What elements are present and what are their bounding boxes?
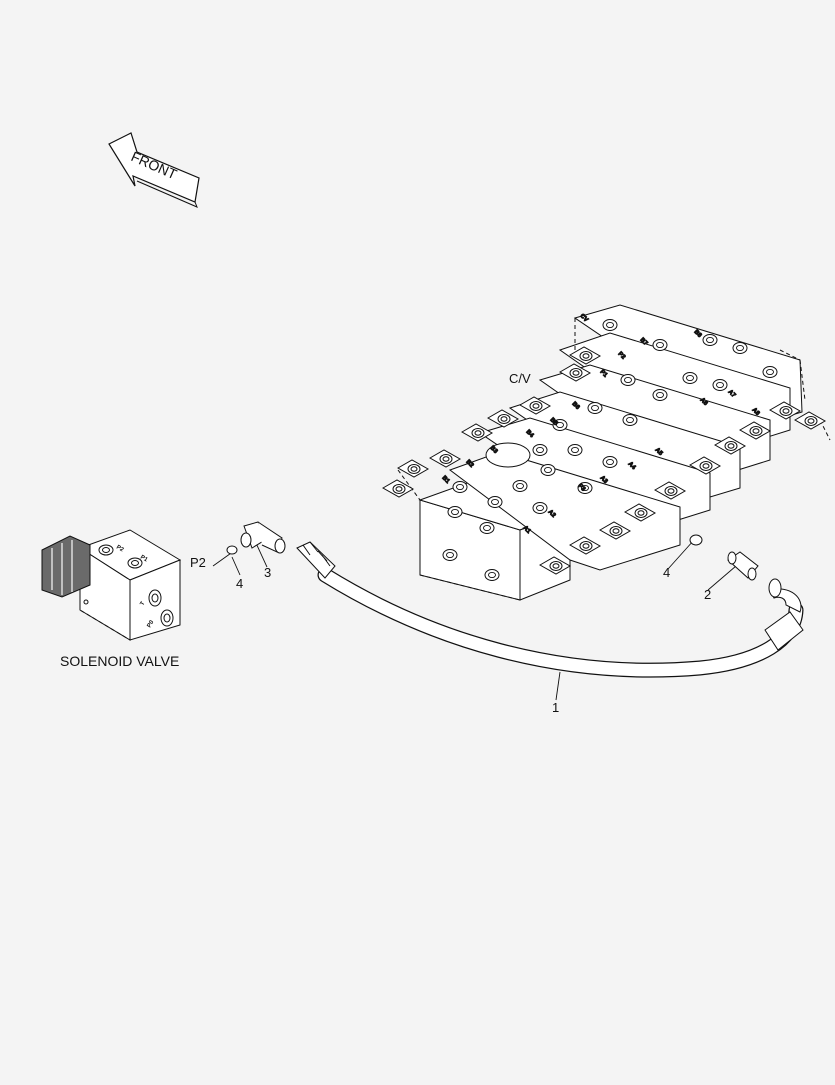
port-a8-label: A8 <box>751 407 761 417</box>
sol-port-t: T <box>140 601 147 607</box>
port-b1-label: B1 <box>441 475 451 485</box>
port-a1-label: A1 <box>522 525 532 535</box>
port-p3-label: P3 <box>577 483 587 493</box>
callout-adapter: 2 <box>704 587 712 602</box>
port-cv-label: CV <box>579 313 589 323</box>
callout-oring-left: 4 <box>236 576 244 591</box>
port-a6-label: A6 <box>699 397 709 407</box>
hose-assembly <box>296 541 804 678</box>
port-b2-label: B2 <box>465 459 475 469</box>
cv-label: C/V <box>509 371 531 386</box>
port-b3-label: B3 <box>489 445 499 455</box>
solenoid-valve-label: SOLENOID VALVE <box>60 653 180 669</box>
oring-left <box>226 545 238 555</box>
elbow-fitting <box>240 521 286 554</box>
port-a7-label: A7 <box>727 389 737 399</box>
callout-hose: 1 <box>552 700 560 715</box>
port-b4-label: B4 <box>525 429 535 439</box>
port-b5-label: B5 <box>549 417 559 427</box>
control-valve: A1 B1 P3 B2 A2 B3 A3 B4 A4 B5 A5 B6 A6 B… <box>382 304 831 601</box>
callout-elbow: 3 <box>264 565 272 580</box>
oring-right <box>689 534 703 546</box>
port-a3-label: A3 <box>599 475 609 485</box>
sol-port-p0: P0 <box>147 619 156 629</box>
port-p1-label: P1 <box>599 369 609 379</box>
port-b7-label: B7 <box>639 337 649 347</box>
adapter-fitting <box>727 551 759 581</box>
port-p2-label: P2 <box>617 351 627 361</box>
port-b6-label: B6 <box>571 401 581 411</box>
front-arrow: FRONT <box>108 132 200 208</box>
port-a5-label: A5 <box>654 447 664 457</box>
p2-label: P2 <box>190 555 206 570</box>
port-b8-label: B8 <box>693 329 703 339</box>
sol-port-p1: P1 <box>139 555 149 564</box>
sol-port-p2: P2 <box>115 545 125 554</box>
port-a2-label: A2 <box>547 509 557 519</box>
port-a4-label: A4 <box>627 461 637 471</box>
callout-oring-right: 4 <box>663 565 671 580</box>
solenoid-valve: P2 P1 T P0 <box>41 529 182 641</box>
